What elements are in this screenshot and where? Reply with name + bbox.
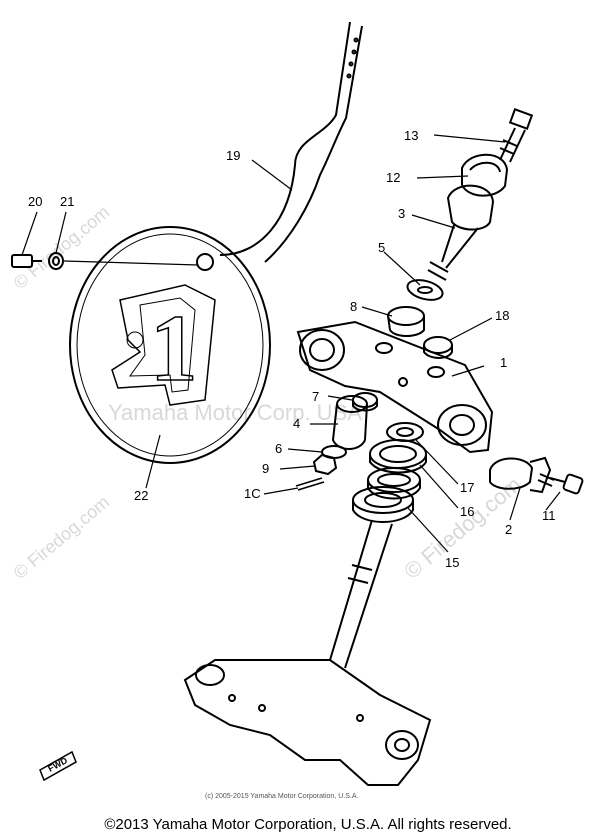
copyright-footer: ©2013 Yamaha Motor Corporation, U.S.A. A… (104, 816, 512, 833)
callout-16: 16 (460, 504, 474, 519)
bearing-15-lower (352, 486, 414, 523)
callout-5: 5 (378, 240, 385, 255)
callout-19: 19 (226, 148, 240, 163)
steering-stem (183, 519, 432, 786)
washer-17 (386, 422, 424, 442)
callout-22: 22 (134, 488, 148, 503)
spacer-4 (331, 395, 368, 450)
handlebar-holder-2 (489, 456, 552, 494)
callout-4: 4 (293, 416, 300, 431)
watermark-firedog-left: © Firedog.com (10, 492, 113, 583)
washer-5 (406, 279, 444, 301)
callout-10: 1C (244, 486, 261, 501)
callout-15: 15 (445, 555, 459, 570)
fine-print-watermark: (c) 2005-2015 Yamaha Motor Corporation, … (205, 793, 358, 800)
upper-bracket-1 (296, 320, 494, 454)
callout-17: 17 (460, 480, 474, 495)
fwd-label: FWD (46, 755, 69, 774)
bearing-15-upper (367, 467, 421, 500)
steering-cap-12 (461, 153, 509, 197)
callout-3: 3 (398, 206, 405, 221)
callout-11: 11 (542, 508, 556, 523)
callout-1: 1 (500, 355, 507, 370)
steering-shaft-3 (427, 184, 495, 281)
number-plate-digit: 1 (150, 295, 198, 401)
callout-2: 2 (505, 522, 512, 537)
number-plate (69, 226, 271, 464)
callout-8: 8 (350, 299, 357, 314)
cotter-pin-10 (295, 477, 325, 491)
callout-18: 18 (495, 308, 509, 323)
plate-stay (219, 21, 363, 263)
bolt-13 (499, 108, 534, 163)
callout-9: 9 (262, 461, 269, 476)
callout-20: 20 (28, 194, 42, 209)
nut-18 (423, 336, 453, 359)
watermark-yamaha: Yamaha Motor Corp. USA (108, 400, 362, 425)
callout-12: 12 (386, 170, 400, 185)
callout-6: 6 (275, 441, 282, 456)
bolt-11 (537, 473, 584, 495)
collar-8 (387, 306, 425, 337)
nut-9 (312, 453, 338, 476)
leader-bolt-to-plate (63, 260, 199, 266)
callout-7: 7 (312, 389, 319, 404)
callout-13: 13 (404, 128, 418, 143)
leader-lines (21, 134, 561, 553)
fwd-arrow (39, 750, 77, 782)
callout-21: 21 (60, 194, 74, 209)
